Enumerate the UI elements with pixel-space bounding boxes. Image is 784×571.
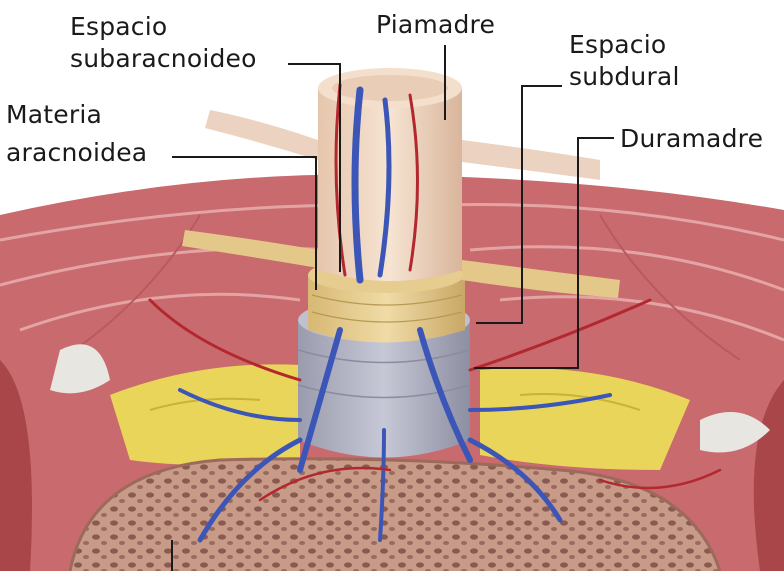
label-pia-mater: Piamadre bbox=[376, 10, 495, 40]
label-subdural-space-line2: subdural bbox=[569, 62, 680, 92]
label-dura-mater: Duramadre bbox=[620, 124, 763, 154]
label-subarachnoid-space-line1: Espacio bbox=[70, 12, 167, 42]
label-subarachnoid-space-line2: subaracnoideo bbox=[70, 44, 257, 74]
label-subdural-space-line1: Espacio bbox=[569, 30, 666, 60]
label-arachnoid-mater-line1: Materia bbox=[6, 100, 102, 130]
label-arachnoid-mater-line2: aracnoidea bbox=[6, 138, 147, 168]
